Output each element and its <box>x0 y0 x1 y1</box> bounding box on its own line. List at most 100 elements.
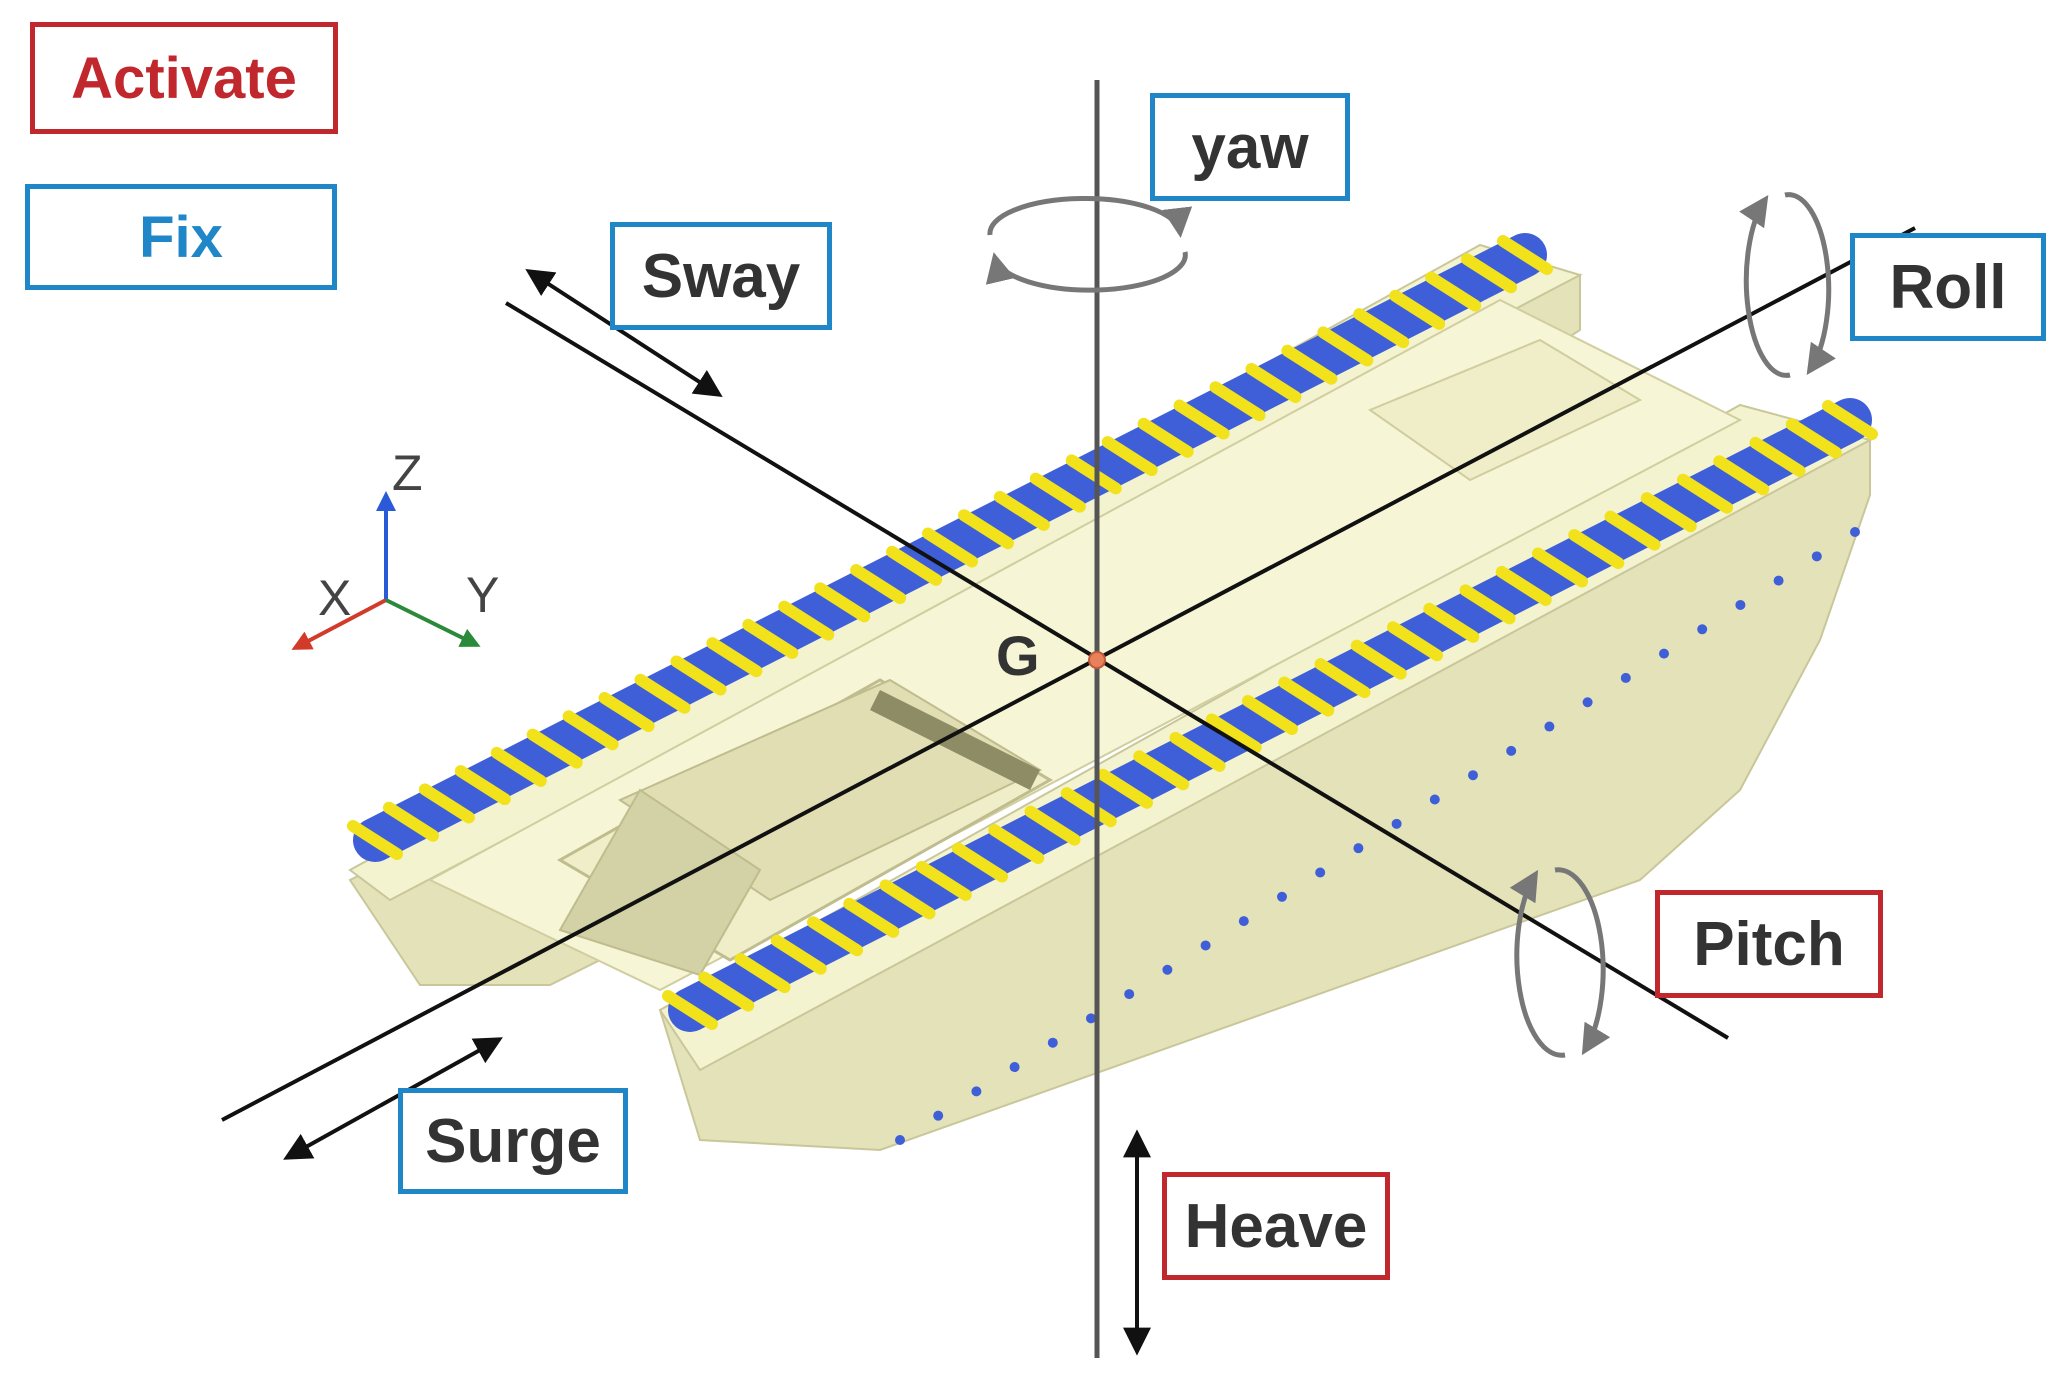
x-axis-arrow <box>291 598 387 650</box>
sway-arrow <box>525 268 723 398</box>
sway-label-text: Sway <box>641 241 801 311</box>
left-track-cleat <box>886 545 943 586</box>
right-track-cleat <box>1604 510 1661 551</box>
right-track-cleat <box>807 916 863 957</box>
track-underside-dot <box>1544 721 1555 732</box>
track-underside-dot <box>971 1086 982 1097</box>
track-underside-dot <box>1162 964 1173 975</box>
left-track-cleat <box>1317 326 1374 367</box>
legend-fix: Fix <box>25 184 337 290</box>
track-underside-dot <box>1124 989 1135 1000</box>
right-track-cleat <box>1423 602 1480 643</box>
left-track-cleat <box>490 746 547 787</box>
track-underside-dot <box>1620 672 1631 683</box>
left-track-cleat <box>1173 399 1230 440</box>
left-track-cleat <box>562 710 619 751</box>
vehicle-body <box>348 243 1873 1152</box>
left-track-cleat <box>526 728 583 769</box>
center-of-gravity-point <box>1088 651 1106 669</box>
right-track-cleat <box>1749 436 1806 477</box>
y-axis-arrow <box>385 598 481 647</box>
right-track-cleat <box>1205 713 1262 754</box>
right-track-cleat <box>1785 418 1842 459</box>
left-track-cleat <box>778 600 835 641</box>
roll-rotation-icon <box>1739 192 1836 378</box>
left-track-cleat <box>706 637 763 678</box>
left-track-cleat <box>454 765 511 806</box>
right-track-cleat <box>1169 731 1226 772</box>
right-track-cleat <box>1242 695 1298 735</box>
track-underside-dot <box>1315 867 1326 878</box>
pitch-label: Pitch <box>1655 890 1883 998</box>
longitudinal-axis <box>221 226 1916 1122</box>
right-track-cleat <box>879 879 936 920</box>
track-underside-dot <box>895 1135 905 1145</box>
track-underside-dot <box>1773 575 1784 586</box>
right-track-cleat <box>734 953 791 994</box>
yaw-label: yaw <box>1150 93 1350 201</box>
track-underside-dot <box>1047 1037 1058 1048</box>
left-track-cleat <box>1065 454 1122 495</box>
yaw-label-text: yaw <box>1191 112 1309 182</box>
right-track-cleat <box>1532 547 1588 588</box>
left-track-cleat <box>382 801 439 842</box>
track-underside-dot <box>933 1110 944 1121</box>
track-underside-dot <box>1659 648 1669 659</box>
left-track-cleat <box>1281 344 1338 385</box>
track-underside-dot <box>1391 818 1402 829</box>
left-track-cleat <box>742 618 799 659</box>
left-track-cleat <box>1137 417 1194 458</box>
track-underside-dot <box>1468 770 1478 781</box>
track-underside-dot <box>1238 916 1249 927</box>
left-track-cleat <box>1425 271 1482 312</box>
right-track-cleat <box>1133 750 1190 791</box>
right-track-cleat <box>1314 658 1371 699</box>
track-underside-dot <box>1735 599 1746 610</box>
surge-arrow <box>283 1037 503 1160</box>
pitch-rotation-icon <box>1509 867 1611 1058</box>
track-underside-dot <box>1353 843 1364 854</box>
track-underside-dot <box>1429 794 1440 805</box>
right-track-cleat <box>915 860 972 901</box>
left-track-cleat <box>1497 235 1553 275</box>
right-track-cleat <box>1677 473 1733 514</box>
left-track-cleat <box>1209 381 1266 422</box>
right-track-cleat <box>1387 621 1443 662</box>
right-track-cleat <box>1822 400 1878 440</box>
right-track-cleat <box>1640 492 1697 533</box>
left-track-cleat <box>957 509 1014 550</box>
left-track-cleat <box>1389 289 1446 330</box>
right-track-cleat <box>1495 565 1552 606</box>
deck-ramp <box>558 788 762 977</box>
z-axis-label: Z <box>392 445 423 501</box>
right-track-cleat <box>843 897 900 938</box>
right-track-cleat <box>1278 676 1335 717</box>
left-track-cleat <box>1029 472 1086 513</box>
left-track-cleat <box>598 692 655 733</box>
left-track-cleat <box>1245 362 1302 403</box>
roll-label-text: Roll <box>1889 252 2007 322</box>
right-track-cleat <box>1024 805 1081 846</box>
x-axis-label: X <box>318 570 351 626</box>
deck-recess-rear <box>1367 338 1643 482</box>
right-track-cleat <box>988 824 1045 865</box>
right-track-cleat <box>662 990 718 1030</box>
track-underside-dot <box>1009 1062 1020 1073</box>
track-underside-dot <box>1697 624 1708 635</box>
surge-label: Surge <box>398 1088 628 1194</box>
left-track-cleat <box>670 655 727 696</box>
right-track-cleat <box>698 971 755 1012</box>
heave-label-text: Heave <box>1184 1191 1368 1261</box>
legend-fix-text: Fix <box>139 204 223 270</box>
track-underside-dot <box>1200 940 1211 951</box>
tracks <box>347 233 1878 1145</box>
right-track-cleat <box>770 934 827 975</box>
deck-hatch <box>870 690 1040 790</box>
right-track-cleat <box>1097 768 1153 809</box>
left-track-cleat <box>1461 253 1518 294</box>
legend-activate: Activate <box>30 22 338 134</box>
right-pontoon-side <box>658 438 1871 1152</box>
surge-label-text: Surge <box>425 1106 601 1176</box>
